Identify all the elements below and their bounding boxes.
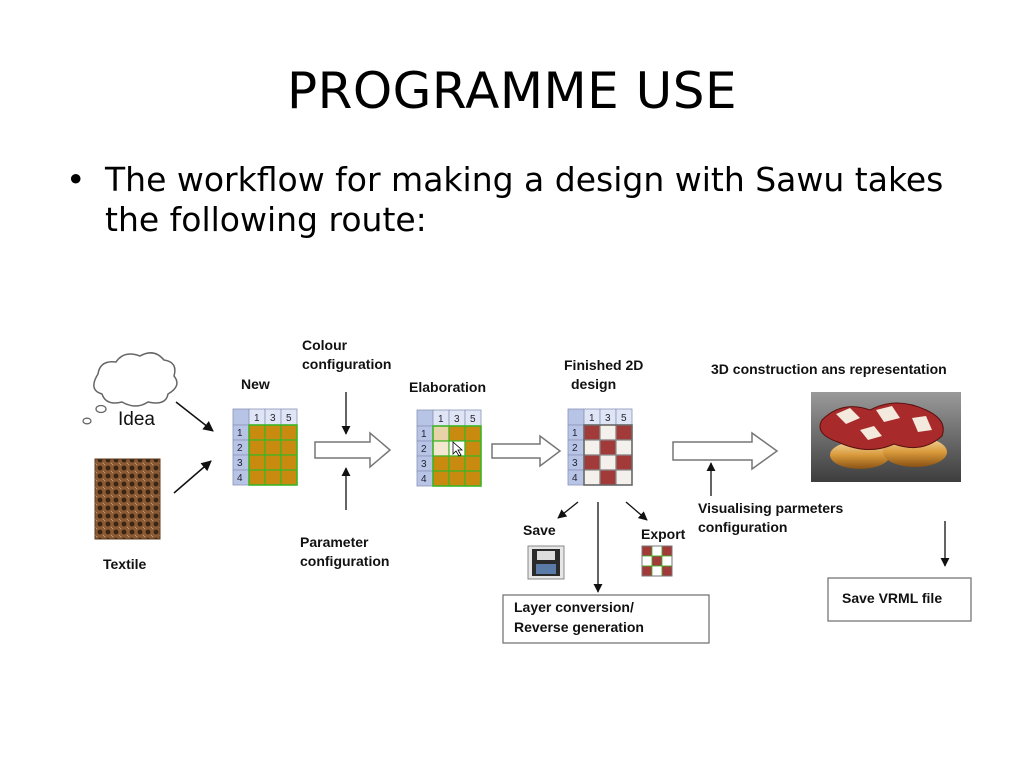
grid-cell[interactable]	[599, 454, 617, 471]
arrow-finished-to-3d	[672, 431, 779, 471]
grid-col-header-label: 3	[454, 414, 460, 425]
visualising-label-line1: Visualising parmeters	[698, 500, 843, 516]
idea-cloud-icon	[82, 352, 178, 425]
grid-row-header-label: 2	[421, 444, 427, 455]
grid-cell[interactable]	[264, 439, 282, 456]
grid-col-header-label: 1	[254, 413, 260, 424]
grid-cell[interactable]	[280, 454, 298, 471]
grid-cell[interactable]	[615, 424, 633, 441]
arrow-textile-to-new	[173, 460, 212, 494]
construction-label: 3D construction ans representation	[711, 361, 947, 377]
grid-cell[interactable]	[432, 440, 450, 457]
grid-cell[interactable]	[280, 439, 298, 456]
slide-title: PROGRAMME USE	[286, 62, 738, 120]
grid-cell[interactable]	[264, 424, 282, 441]
grid-cell[interactable]	[280, 424, 298, 441]
grid-cell[interactable]	[599, 424, 617, 441]
grid-col-header-label: 1	[438, 414, 444, 425]
grid-cell[interactable]	[264, 454, 282, 471]
grid-col-header-label: 5	[286, 413, 292, 424]
grid-cell[interactable]	[464, 425, 482, 442]
grid-row-header-label: 3	[572, 458, 578, 469]
mouse-cursor-icon	[452, 441, 464, 457]
elaboration-label: Elaboration	[409, 379, 486, 395]
finished-label-line1: Finished 2D	[564, 357, 643, 373]
bullet-text: The workflow for making a design with Sa…	[105, 160, 944, 239]
grid-cell[interactable]	[599, 439, 617, 456]
grid-col-header-label: 1	[589, 413, 595, 424]
grid-cell[interactable]	[448, 455, 466, 472]
arrow-finished-to-export	[625, 501, 648, 521]
grid-cell[interactable]	[248, 469, 266, 486]
3d-render-image	[811, 392, 961, 482]
bullet-dot: •	[66, 160, 86, 199]
grid-cell[interactable]	[615, 439, 633, 456]
grid-cell[interactable]	[264, 469, 282, 486]
colour-config-label-line1: Colour	[302, 337, 348, 353]
grid-cell[interactable]	[432, 470, 450, 487]
grid-cell[interactable]	[248, 454, 266, 471]
grid-cell[interactable]	[615, 454, 633, 471]
grid-cell[interactable]	[583, 469, 601, 486]
export-pattern-icon[interactable]	[641, 545, 673, 577]
grid-row-header-label: 3	[237, 458, 243, 469]
grid-row-header-label: 2	[237, 443, 243, 454]
grid-row-header-label: 3	[421, 459, 427, 470]
grid-row-header-label: 1	[572, 428, 578, 439]
arrow-new-to-elaboration	[314, 431, 392, 469]
arrow-elaboration-to-finished	[491, 434, 562, 468]
grid-cell[interactable]	[464, 470, 482, 487]
grid-row-header-label: 4	[421, 474, 427, 485]
idea-label: Idea	[118, 409, 155, 430]
grid-cell[interactable]	[583, 454, 601, 471]
save-label: Save	[523, 522, 556, 538]
grid-col-header-label: 5	[621, 413, 627, 424]
arrow-idea-to-new	[175, 401, 214, 432]
finished-label-line2: design	[571, 376, 616, 392]
grid-row-header-label: 1	[421, 429, 427, 440]
save-vrml-label: Save VRML file	[842, 590, 942, 606]
grid-cell[interactable]	[583, 439, 601, 456]
grid-row-header-label: 4	[237, 473, 243, 484]
parameter-config-label-line1: Parameter	[300, 534, 369, 550]
grid-row-header-label: 1	[237, 428, 243, 439]
grid-cell[interactable]	[583, 424, 601, 441]
grid-row-header-label: 4	[572, 473, 578, 484]
export-label: Export	[641, 526, 686, 542]
grid-cell[interactable]	[432, 425, 450, 442]
grid-cell[interactable]	[448, 470, 466, 487]
floppy-disk-icon[interactable]	[527, 545, 565, 580]
arrow-finished-to-save	[557, 501, 579, 519]
grid-cell[interactable]	[615, 469, 633, 486]
grid-cell[interactable]	[248, 439, 266, 456]
layer-label-line2: Reverse generation	[514, 619, 644, 635]
new-label: New	[241, 376, 270, 392]
grid-cell[interactable]	[280, 469, 298, 486]
layer-conversion-box	[502, 594, 710, 644]
layer-label-line1: Layer conversion/	[514, 599, 634, 615]
colour-config-label-line2: configuration	[302, 356, 391, 372]
grid-cell[interactable]	[464, 440, 482, 457]
grid-row-header-label: 2	[572, 443, 578, 454]
textile-label: Textile	[103, 556, 147, 572]
grid-cell[interactable]	[432, 455, 450, 472]
visualising-label-line2: configuration	[698, 519, 787, 535]
grid-cell[interactable]	[448, 425, 466, 442]
grid-cell[interactable]	[599, 469, 617, 486]
parameter-config-label-line2: configuration	[300, 553, 389, 569]
save-vrml-box	[827, 577, 972, 622]
textile-image	[94, 458, 161, 540]
grid-cell[interactable]	[464, 455, 482, 472]
grid-col-header-label: 3	[270, 413, 276, 424]
grid-col-header-label: 3	[605, 413, 611, 424]
grid-cell[interactable]	[248, 424, 266, 441]
grid-col-header-label: 5	[470, 414, 476, 425]
